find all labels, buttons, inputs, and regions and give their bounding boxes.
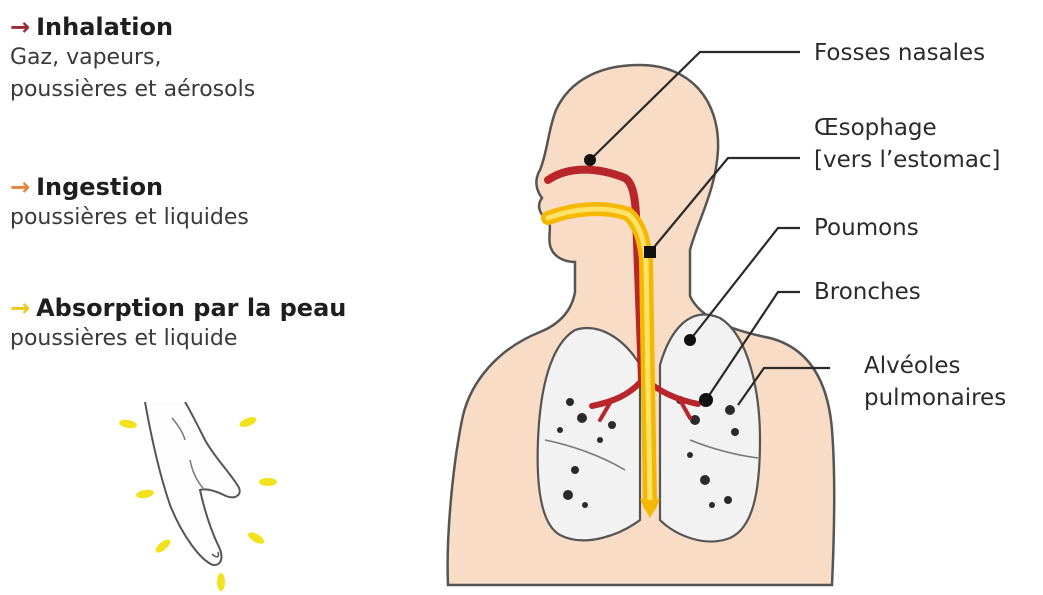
ray-icon (259, 478, 277, 486)
ray-icon (217, 573, 225, 591)
ray-icon (246, 530, 266, 546)
hand-illustration (145, 402, 240, 565)
left-lung (538, 328, 640, 540)
label-alveoles-sub: pulmonaires (864, 382, 1006, 414)
label-poumons: Poumons (814, 212, 919, 244)
ray-icon (135, 488, 154, 499)
label-fosses-nasales: Fosses nasales (814, 37, 985, 69)
label-bronches: Bronches (814, 276, 921, 308)
label-oesophage-sub: [vers l’estomac] (814, 144, 1001, 176)
ray-icon (238, 415, 258, 429)
label-alveoles: Alvéoles (864, 350, 960, 382)
ray-icon (154, 537, 173, 555)
right-lung (660, 315, 760, 542)
ray-icon (118, 418, 137, 429)
label-oesophage: Œsophage (814, 112, 937, 144)
